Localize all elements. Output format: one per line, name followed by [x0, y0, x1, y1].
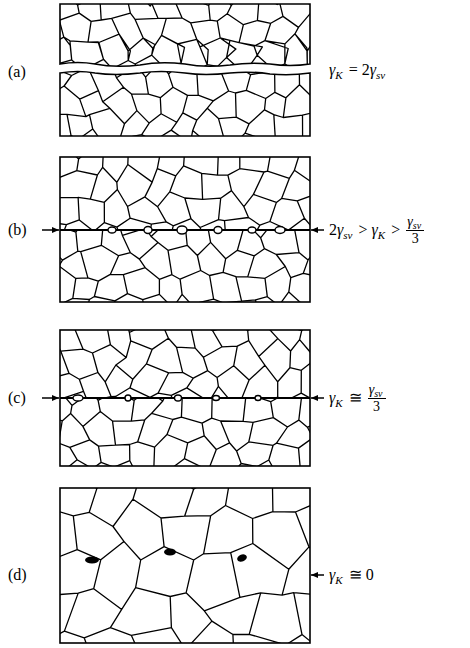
panel-label: (a) [8, 64, 26, 80]
symbol: γ [372, 222, 378, 238]
force-arrow [42, 397, 59, 399]
pore [248, 227, 256, 233]
subscript: sv [343, 230, 352, 241]
subscript: K [335, 575, 342, 586]
force-arrow [311, 397, 324, 399]
subscript: K [335, 70, 342, 81]
symbol: γ [337, 222, 343, 238]
pore [177, 226, 187, 234]
pore [144, 227, 152, 234]
pore [214, 227, 222, 234]
panel-outline [60, 488, 310, 643]
grain-boundaries [60, 488, 310, 643]
subscript: sv [376, 70, 385, 81]
operator: = [349, 62, 358, 78]
numerator: γsv [406, 215, 424, 230]
pore [275, 227, 285, 234]
number: 2 [362, 62, 370, 78]
grain-boundaries [60, 230, 310, 302]
grain-boundaries [60, 157, 310, 230]
force-arrow [42, 229, 59, 231]
equation: γK≅γsv3 [327, 382, 388, 415]
pore [125, 395, 131, 401]
denominator: 3 [406, 230, 424, 246]
force-arrow [311, 574, 324, 576]
pore [175, 395, 182, 401]
panel-label: (d) [8, 567, 27, 583]
pore [236, 553, 248, 563]
symbol: γ [329, 62, 335, 78]
operator: > [358, 222, 367, 238]
pore [108, 227, 116, 233]
symbol: γ [329, 390, 335, 406]
fraction: γsv3 [368, 383, 386, 414]
operator: ≅ [349, 567, 362, 583]
equation: γK ≅0 [327, 566, 376, 584]
pore [73, 395, 83, 401]
symbol: γ [407, 215, 413, 229]
interface-line [60, 397, 310, 399]
symbol: γ [369, 383, 375, 397]
grain-boundaries [60, 398, 310, 466]
operator: > [391, 222, 400, 238]
grain-boundaries [60, 330, 310, 398]
panel-outline [60, 4, 310, 66]
force-arrow [311, 229, 324, 231]
symbol: γ [329, 567, 335, 583]
fraction: γsv3 [406, 215, 424, 246]
grain-boundaries [0, 0, 405, 140]
symbol: γ [370, 62, 376, 78]
numerator: γsv [368, 383, 386, 398]
pore [255, 396, 261, 401]
operator: ≅ [349, 390, 362, 406]
number: 0 [366, 567, 374, 583]
number: 3 [373, 399, 380, 414]
pore [213, 396, 220, 401]
pore [85, 557, 99, 564]
panel-label: (c) [8, 390, 26, 406]
denominator: 3 [368, 398, 386, 414]
pore [164, 549, 176, 556]
equation: γK=2γsv [327, 61, 389, 79]
panel-outline [60, 157, 310, 302]
panel-outline [60, 72, 310, 137]
panel-label: (b) [8, 222, 27, 238]
number: 3 [412, 231, 419, 246]
panel-outline [60, 330, 310, 466]
subscript: K [335, 398, 342, 409]
subscript: K [378, 230, 385, 241]
number: 2 [329, 222, 337, 238]
equation: 2γsv>γK>γsv3 [327, 214, 426, 247]
